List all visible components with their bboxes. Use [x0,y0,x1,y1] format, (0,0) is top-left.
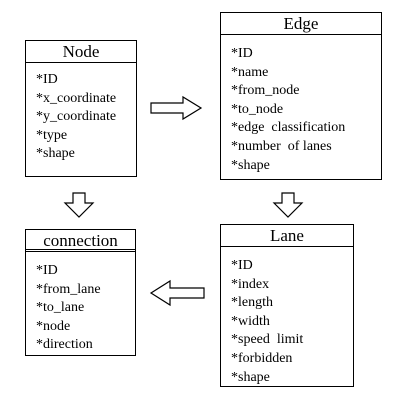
edge-attribute: *shape [231,157,270,173]
connection-attribute: *to_lane [36,300,85,316]
lane-attribute: *width [231,313,270,329]
edge-attribute: *ID [231,46,253,61]
lane-attribute: *forbidden [231,350,293,366]
connection-attribute: *from_lane [36,281,101,297]
lane-attribute: *index [231,276,270,292]
connection-attribute: *direction [36,337,93,353]
edge-entity-title: Edge [221,13,381,35]
connection-entity-title: connection [26,230,135,252]
arrow-left-icon [149,279,205,307]
edge-entity-box: Edge *ID *name *from_node *to_node *edge… [220,12,382,180]
connection-entity-box: connection *ID *from_lane *to_lane *node… [25,229,136,356]
lane-attribute: *speed limit [231,332,304,348]
edge-attribute: *from_node [231,83,300,99]
arrow-down-icon [272,192,304,218]
arrow-down-icon [63,192,95,218]
edge-attribute: *edge classification [231,120,346,136]
lane-attribute: *shape [231,369,270,385]
lane-attribute: *ID [231,258,253,273]
lane-entity-title: Lane [221,225,353,247]
node-entity-box: Node *ID *x_coordinate *y_coordinate *ty… [25,40,137,177]
edge-attribute-list: *ID *name *from_node *to_node *edge clas… [221,35,381,175]
arrow-right-icon [150,95,203,121]
edge-attribute: *name [231,64,269,80]
edge-attribute: *to_node [231,101,284,117]
node-entity-title: Node [26,41,136,63]
connection-attribute: *ID [36,263,58,278]
node-attribute: *y_coordinate [36,109,117,125]
lane-attribute-list: *ID *index *length *width *speed limit *… [221,247,353,387]
node-attribute: *ID [36,72,58,87]
node-attribute: *type [36,127,68,143]
lane-attribute: *length [231,295,273,311]
connection-attribute-list: *ID *from_lane *to_lane *node *direction [26,252,135,355]
connection-attribute: *node [36,318,71,334]
lane-entity-box: Lane *ID *index *length *width *speed li… [220,224,354,387]
edge-attribute: *number of lanes [231,138,332,154]
node-attribute: *x_coordinate [36,90,117,106]
node-attribute: *shape [36,146,75,162]
node-attribute-list: *ID *x_coordinate *y_coordinate *type *s… [26,63,136,164]
